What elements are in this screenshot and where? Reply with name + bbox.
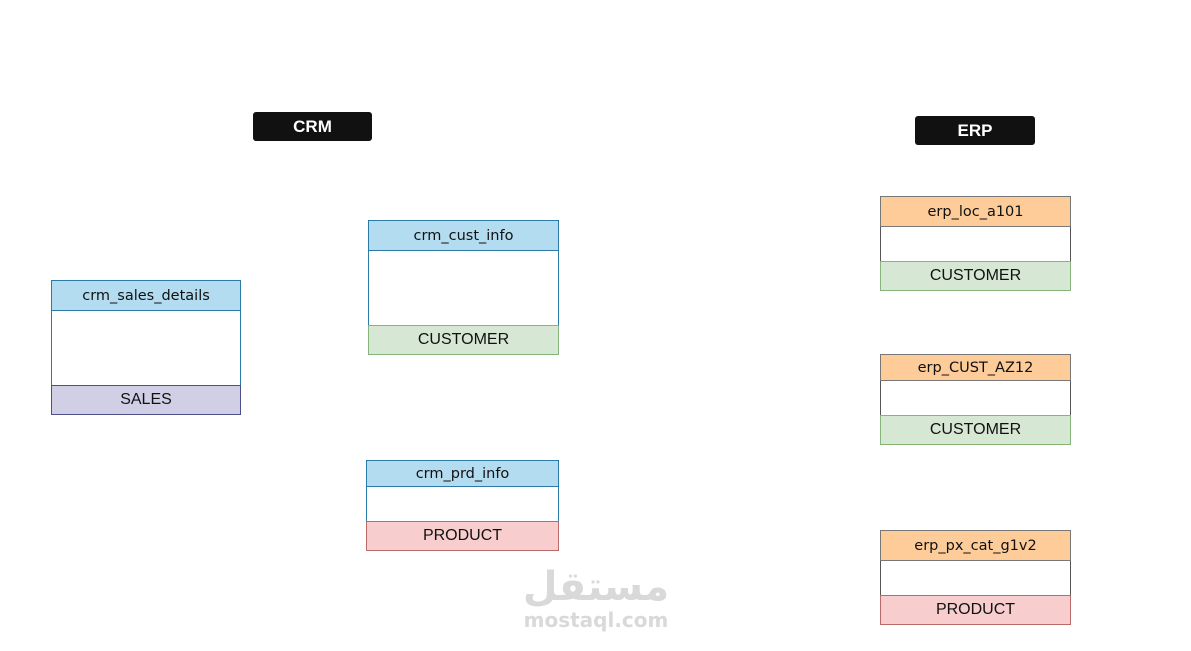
mostaql-watermark: مستقل mostaql.com <box>522 565 670 631</box>
table-body <box>880 227 1071 261</box>
table-header: crm_prd_info <box>366 460 559 487</box>
table-header: erp_loc_a101 <box>880 196 1071 227</box>
watermark-latin: mostaql.com <box>523 608 669 632</box>
table-body <box>880 381 1071 415</box>
crm-prd-info-table: crm_prd_info PRODUCT <box>366 460 559 551</box>
table-header: crm_sales_details <box>51 280 241 311</box>
erp-loc-a101-table: erp_loc_a101 CUSTOMER <box>880 196 1071 291</box>
table-category-customer: CUSTOMER <box>880 261 1071 291</box>
table-category-product: PRODUCT <box>366 521 559 551</box>
table-header: erp_px_cat_g1v2 <box>880 530 1071 561</box>
table-header: crm_cust_info <box>368 220 559 251</box>
table-body <box>51 311 241 385</box>
table-body <box>880 561 1071 595</box>
table-header: erp_CUST_AZ12 <box>880 354 1071 381</box>
table-category-customer: CUSTOMER <box>368 325 559 355</box>
crm-cust-info-table: crm_cust_info CUSTOMER <box>368 220 559 355</box>
crm-group-label: CRM <box>253 112 372 141</box>
table-body <box>368 251 559 325</box>
erp-px-cat-g1v2-table: erp_px_cat_g1v2 PRODUCT <box>880 530 1071 625</box>
table-category-product: PRODUCT <box>880 595 1071 625</box>
table-category-customer: CUSTOMER <box>880 415 1071 445</box>
erp-cust-az12-table: erp_CUST_AZ12 CUSTOMER <box>880 354 1071 445</box>
crm-sales-details-table: crm_sales_details SALES <box>51 280 241 415</box>
watermark-arabic: مستقل <box>522 564 670 610</box>
table-body <box>366 487 559 521</box>
erp-group-label: ERP <box>915 116 1035 145</box>
table-category-sales: SALES <box>51 385 241 415</box>
